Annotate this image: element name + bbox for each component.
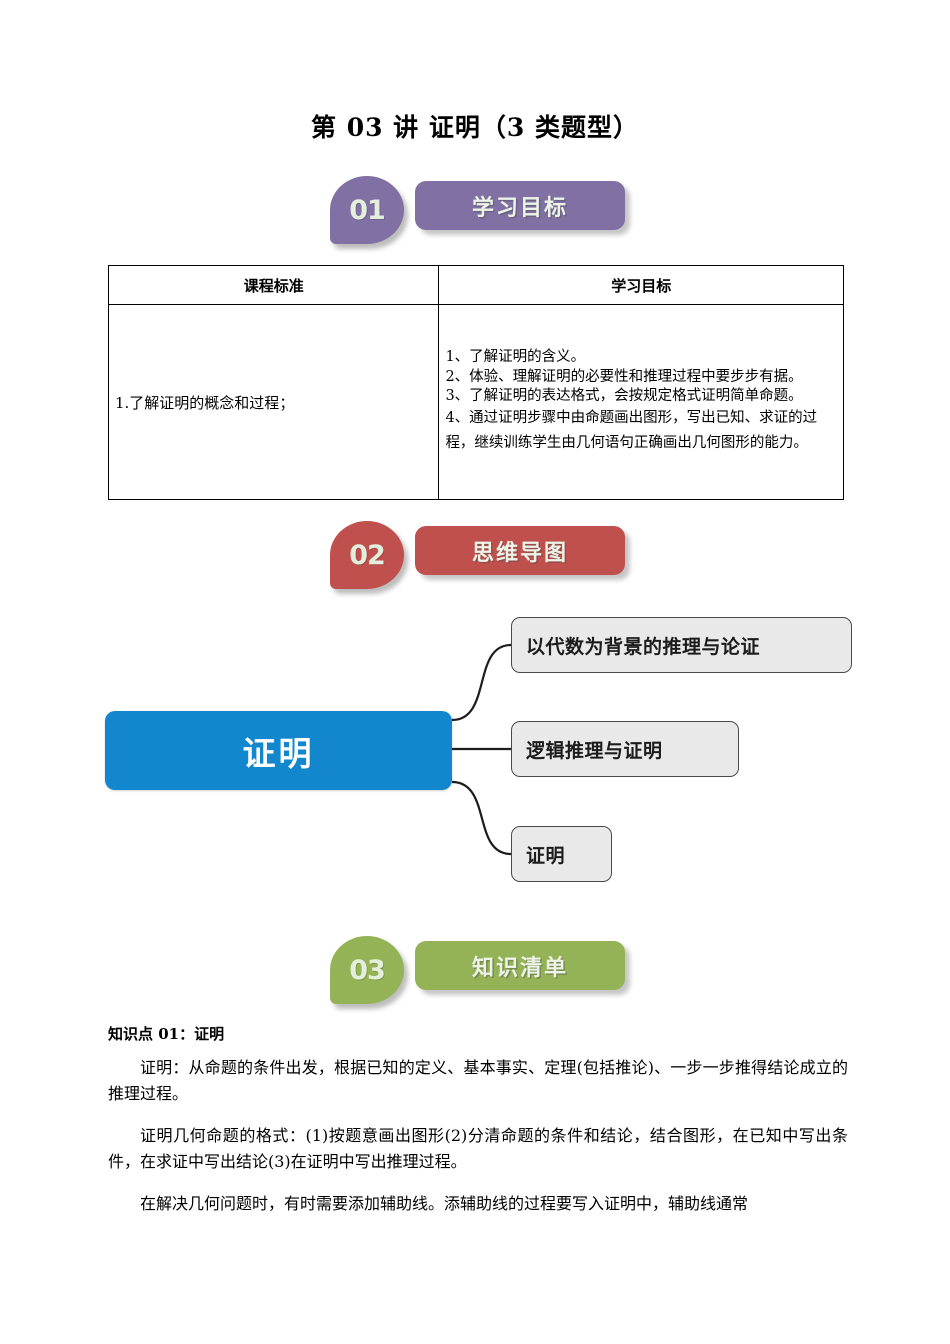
mindmap-branch-node-1: 以代数为背景的推理与论证 — [511, 617, 852, 673]
section-number-badge-03: 03 — [330, 936, 404, 1004]
section-number-03: 03 — [349, 954, 386, 986]
table-header-standard: 课程标准 — [107, 265, 440, 305]
goal-item-2: 2、体验、理解证明的必要性和推理过程中要步步有据。 — [445, 368, 803, 385]
cell-standard: 1.了解证明的概念和过程； — [107, 304, 440, 500]
mindmap-diagram: 证明 以代数为背景的推理与论证 逻辑推理与证明 证明 — [100, 608, 860, 908]
knowledge-paragraph-1: 证明：从命题的条件出发，根据已知的定义、基本事实、定理(包括推论)、一步一步推得… — [108, 1058, 848, 1103]
page-title: 第 03 讲 证明（3 类题型） — [310, 113, 639, 142]
table-header-row: 课程标准 学习目标 — [107, 265, 844, 305]
section-number-badge-02: 02 — [330, 521, 404, 589]
knowledge-paragraph-3: 在解决几何问题时，有时需要添加辅助线。添辅助线的过程要写入证明中，辅助线通常 — [140, 1193, 749, 1213]
section-badge-mindmap: 02 思维导图 — [0, 515, 950, 595]
section-number-02: 02 — [349, 539, 386, 571]
mindmap-branch-label-3: 证明 — [526, 844, 566, 867]
objectives-table: 课程标准 学习目标 1.了解证明的概念和过程； 1、了解证明的含义。 2、体验、… — [107, 265, 844, 500]
section-title-label-01: 学习目标 — [471, 195, 568, 221]
mindmap-center-node: 证明 — [105, 711, 452, 790]
cell-goals: 1、了解证明的含义。 2、体验、理解证明的必要性和推理过程中要步步有据。 3、了… — [438, 304, 844, 500]
goal-item-1: 1、了解证明的含义。 — [445, 349, 586, 366]
section-badge-knowledge-list: 03 知识清单 — [0, 930, 950, 1010]
section-number-badge-01: 01 — [330, 176, 404, 244]
mindmap-branch-node-3: 证明 — [511, 826, 612, 882]
section-title-label-02: 思维导图 — [471, 540, 568, 566]
section-title-pill-02: 思维导图 — [415, 526, 625, 575]
mindmap-branch-node-2: 逻辑推理与证明 — [511, 721, 739, 777]
section-title-label-03: 知识清单 — [471, 955, 568, 981]
goal-item-3: 3、了解证明的表达格式，会按规定格式证明简单命题。 — [445, 387, 803, 404]
section-title-pill-01: 学习目标 — [415, 181, 625, 230]
section-badge-learning-objectives: 01 学习目标 — [0, 170, 950, 250]
mindmap-branch-label-2: 逻辑推理与证明 — [526, 739, 663, 762]
knowledge-body: 证明：从命题的条件出发，根据已知的定义、基本事实、定理(包括推论)、一步一步推得… — [108, 1055, 848, 1233]
section-number-01: 01 — [349, 194, 386, 226]
mindmap-connector-lines — [451, 643, 512, 856]
knowledge-paragraph-2: 证明几何命题的格式：(1)按题意画出图形(2)分清命题的条件和结论，结合图形，在… — [108, 1125, 848, 1171]
section-title-pill-03: 知识清单 — [415, 941, 625, 990]
table-header-goals: 学习目标 — [438, 265, 844, 305]
mindmap-center-label: 证明 — [242, 733, 315, 773]
mindmap-branch-label-1: 以代数为背景的推理与论证 — [526, 635, 761, 658]
table-row: 1.了解证明的概念和过程； 1、了解证明的含义。 2、体验、理解证明的必要性和推… — [107, 304, 844, 500]
goal-item-4: 4、通过证明步骤中由命题画出图形，写出已知、求证的过程，继续训练学生由几何语句正… — [445, 409, 818, 451]
knowledge-point-heading: 知识点 01：证明 — [108, 1025, 225, 1043]
